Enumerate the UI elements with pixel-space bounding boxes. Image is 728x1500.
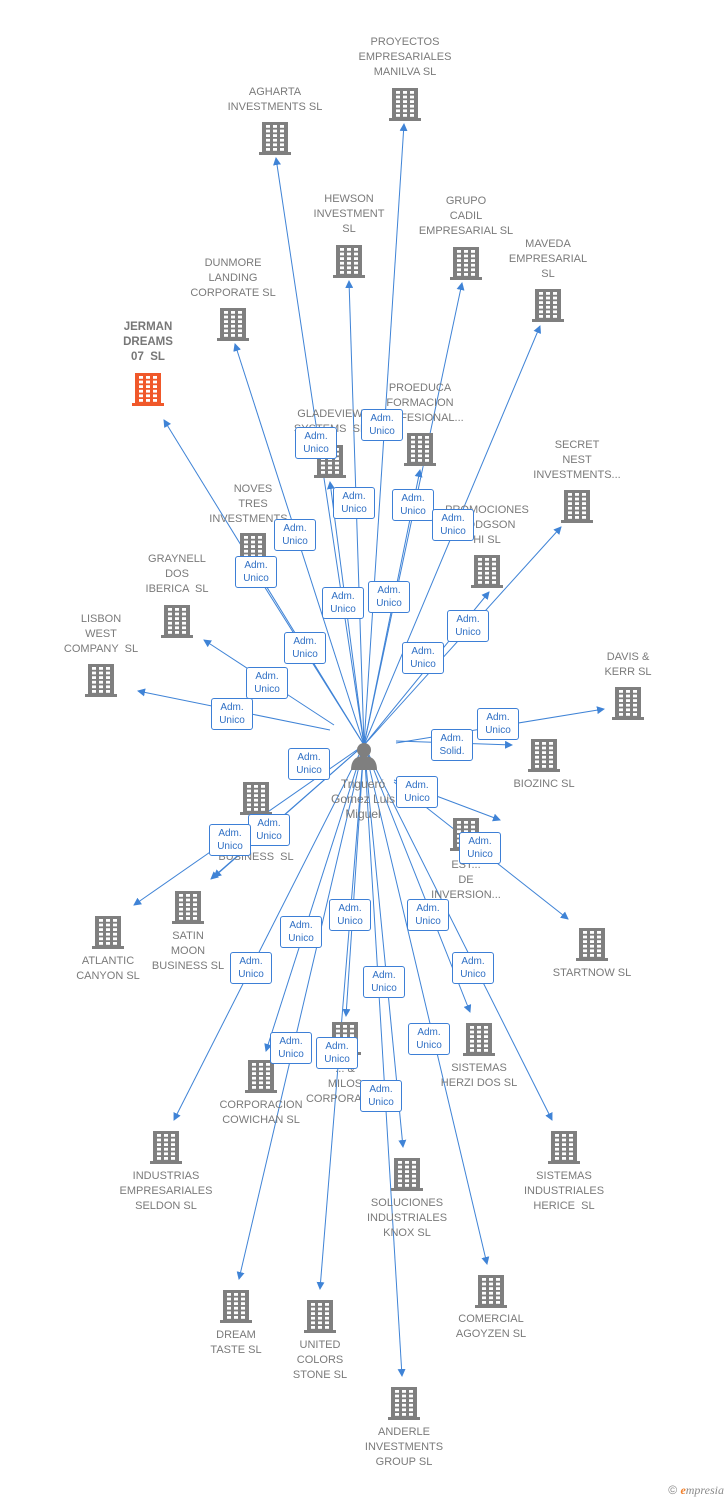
edge-dream_taste: [236, 744, 365, 1280]
company-label-united-colors[interactable]: UNITED COLORS STONE SL: [292, 1339, 348, 1381]
edge-cowichan: [264, 744, 365, 1052]
company-label-davis[interactable]: DAVIS & KERR SL: [604, 651, 652, 678]
person-name[interactable]: Trigueró Gomez Luis Miguel: [330, 777, 396, 821]
company-label-graynell[interactable]: GRAYNELL DOS IBERICA SL: [145, 553, 209, 595]
role-badge-startnow[interactable]: Adm. Unico: [459, 832, 501, 864]
person-node[interactable]: [351, 743, 377, 770]
role-badge-hewson[interactable]: Adm. Unico: [333, 487, 375, 519]
brand-logo-e: e: [680, 1483, 686, 1497]
company-label-agoyzen[interactable]: COMERCIAL AGOYZEN SL: [455, 1313, 527, 1340]
company-label-herzi[interactable]: SISTEMAS HERZI DOS SL: [440, 1062, 518, 1089]
company-icon-knox[interactable]: [391, 1158, 423, 1191]
company-icon-proyectos[interactable]: [389, 88, 421, 121]
role-badge-maveda[interactable]: Adm. Unico: [432, 509, 474, 541]
company-label-dream-taste[interactable]: DREAM TASTE SL: [210, 1329, 262, 1356]
company-label-estudios[interactable]: EST... DE INVERSION...: [431, 859, 501, 901]
copyright-symbol: ©: [668, 1483, 678, 1497]
company-icon-dunmore[interactable]: [217, 308, 249, 341]
company-icon-herice[interactable]: [548, 1131, 580, 1164]
role-badge-proyectos[interactable]: Adm. Unico: [361, 409, 403, 441]
company-icon-graynell[interactable]: [161, 605, 193, 638]
person-icon: [351, 743, 377, 770]
company-label-startnow[interactable]: STARTNOW SL: [552, 967, 632, 979]
role-badge-milos[interactable]: Adm. Unico: [329, 899, 371, 931]
company-label-satin[interactable]: SATIN MOON BUSINESS SL: [151, 930, 225, 972]
role-badge-gladeview[interactable]: Adm. Unico: [322, 587, 364, 619]
role-badge-lisbon[interactable]: Adm. Unico: [211, 698, 253, 730]
company-label-agharta[interactable]: AGHARTA INVESTMENTS SL: [227, 86, 323, 113]
role-badge-business-hidden[interactable]: Adm. Unico: [248, 814, 290, 846]
company-label-hewson[interactable]: HEWSON INVESTMENT SL: [313, 193, 385, 235]
role-badge-agoyzen[interactable]: Adm. Unico: [408, 1023, 450, 1055]
company-icon-united-colors[interactable]: [304, 1300, 336, 1333]
company-label-jerman[interactable]: JERMAN DREAMS 07 SL: [123, 321, 173, 363]
role-badge-biozinc[interactable]: Adm. Solid.: [431, 729, 473, 761]
company-icon-satin[interactable]: [172, 891, 204, 924]
role-badge-graynell[interactable]: Adm. Unico: [246, 667, 288, 699]
brand-logo-text: mpresia: [685, 1483, 724, 1497]
role-badge-agharta[interactable]: Adm. Unico: [295, 427, 337, 459]
company-label-dunmore[interactable]: DUNMORE LANDING CORPORATE SL: [190, 257, 276, 299]
company-icon-agoyzen[interactable]: [475, 1275, 507, 1308]
company-label-lisbon[interactable]: LISBON WEST COMPANY SL: [63, 613, 139, 655]
role-badge-noves-tres[interactable]: Adm. Unico: [284, 632, 326, 664]
company-label-atlantic[interactable]: ATLANTIC CANYON SL: [76, 955, 140, 982]
role-badge-anderle[interactable]: Adm. Unico: [360, 1080, 402, 1112]
edge-agoyzen: [363, 744, 490, 1265]
company-icon-proeduca[interactable]: [404, 433, 436, 466]
company-label-herice[interactable]: SISTEMAS INDUSTRIALES HERICE SL: [523, 1170, 605, 1212]
company-icon-dream-taste[interactable]: [220, 1290, 252, 1323]
company-label-seldon[interactable]: INDUSTRIAS EMPRESARIALES SELDON SL: [119, 1170, 213, 1212]
role-badge-davis[interactable]: Adm. Unico: [477, 708, 519, 740]
company-icon-startnow[interactable]: [576, 928, 608, 961]
watermark: © empresia: [668, 1483, 724, 1498]
company-icon-herzi[interactable]: [463, 1023, 495, 1056]
company-icon-atlantic[interactable]: [92, 916, 124, 949]
role-badge-knox[interactable]: Adm. Unico: [363, 966, 405, 998]
company-icon-seldon[interactable]: [150, 1131, 182, 1164]
company-icon-business-hidden[interactable]: [240, 782, 272, 815]
company-icon-promociones[interactable]: [471, 555, 503, 588]
edge-seldon: [173, 744, 365, 1121]
role-badge-jerman[interactable]: Adm. Unico: [235, 556, 277, 588]
company-label-anderle[interactable]: ANDERLE INVESTMENTS GROUP SL: [364, 1426, 444, 1468]
role-badge-dream-taste[interactable]: Adm. Unico: [270, 1032, 312, 1064]
role-badge-united-colors[interactable]: Adm. Unico: [316, 1037, 358, 1069]
company-label-grupo-cadil[interactable]: GRUPO CADIL EMPRESARIAL SL: [418, 195, 514, 237]
company-label-secret-nest[interactable]: SECRET NEST INVESTMENTS...: [533, 439, 621, 481]
company-icon-jerman[interactable]: [132, 373, 164, 406]
role-badge-proeduca[interactable]: Adm. Unico: [368, 581, 410, 613]
role-badge-cowichan[interactable]: Adm. Unico: [280, 916, 322, 948]
company-icon-secret-nest[interactable]: [561, 490, 593, 523]
company-label-maveda[interactable]: MAVEDA EMPRESARIAL SL: [508, 238, 588, 280]
company-icon-lisbon[interactable]: [85, 664, 117, 697]
role-badge-herzi[interactable]: Adm. Unico: [407, 899, 449, 931]
role-badge-herice[interactable]: Adm. Unico: [452, 952, 494, 984]
company-icon-grupo-cadil[interactable]: [450, 247, 482, 280]
edge-anderle: [363, 744, 406, 1377]
company-label-biozinc[interactable]: BIOZINC SL: [513, 778, 575, 790]
role-badge-satin[interactable]: Adm. Unico: [288, 748, 330, 780]
company-icon-davis[interactable]: [612, 687, 644, 720]
company-icon-anderle[interactable]: [388, 1387, 420, 1420]
company-icon-maveda[interactable]: [532, 289, 564, 322]
role-badge-secret-nest[interactable]: Adm. Unico: [447, 610, 489, 642]
company-icon-biozinc[interactable]: [528, 739, 560, 772]
role-badge-estudios[interactable]: Adm. Unico: [396, 776, 438, 808]
company-label-cowichan[interactable]: CORPORACION COWICHAN SL: [219, 1099, 303, 1126]
role-badge-promociones[interactable]: Adm. Unico: [402, 642, 444, 674]
company-icon-cowichan[interactable]: [245, 1060, 277, 1093]
role-badge-grupo-cadil[interactable]: Adm. Unico: [392, 489, 434, 521]
company-label-proyectos[interactable]: PROYECTOS EMPRESARIALES MANILVA SL: [358, 36, 452, 78]
role-badge-dunmore[interactable]: Adm. Unico: [274, 519, 316, 551]
nodes-layer: [85, 88, 644, 1420]
company-icon-agharta[interactable]: [259, 122, 291, 155]
company-label-knox[interactable]: SOLUCIONES INDUSTRIALES KNOX SL: [366, 1197, 448, 1239]
role-badge-atlantic[interactable]: Adm. Unico: [209, 824, 251, 856]
edge-united_colors: [316, 744, 365, 1290]
role-badge-seldon[interactable]: Adm. Unico: [230, 952, 272, 984]
company-icon-hewson[interactable]: [333, 245, 365, 278]
edge-milos: [342, 744, 365, 1017]
edge-herice: [363, 744, 553, 1121]
